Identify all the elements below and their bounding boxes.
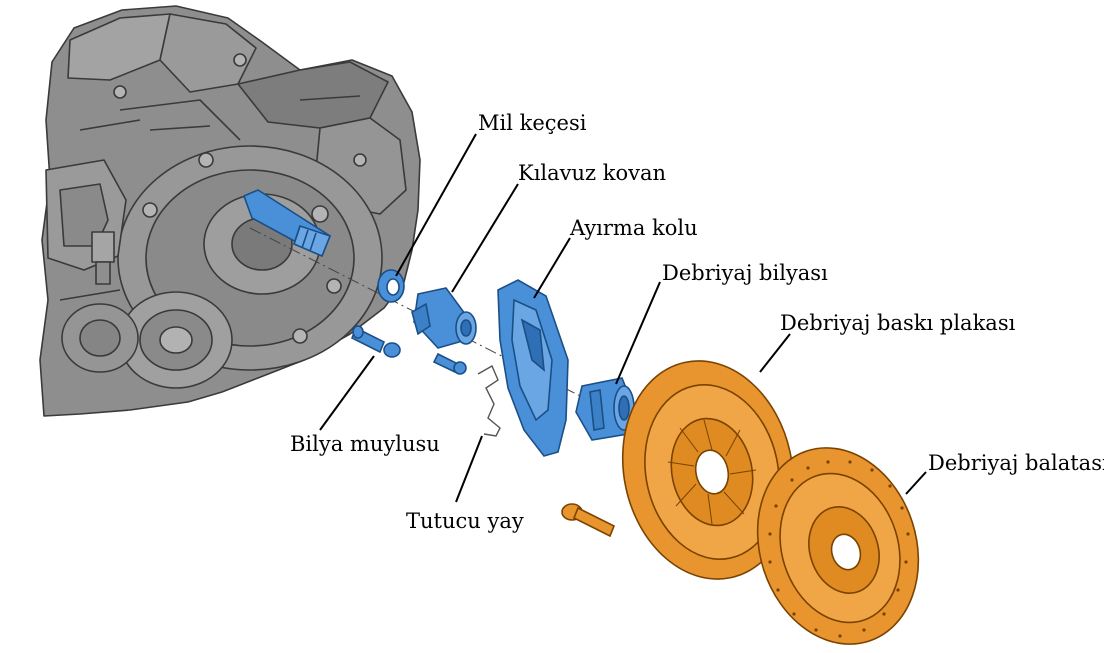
leader-lines <box>319 133 927 503</box>
input-shaft <box>242 189 332 258</box>
gearbox-housing <box>39 5 421 417</box>
label-debriyaj-balatasi: Debriyaj balatası <box>928 451 1104 475</box>
leader-debriyaj-baski-plakasi <box>759 333 791 373</box>
release-fork <box>497 279 569 457</box>
label-debriyaj-baski-plakasi: Debriyaj baskı plakası <box>780 311 1016 335</box>
label-ayirma-kolu: Ayırma kolu <box>570 216 698 240</box>
label-kilavuz-kovan: Kılavuz kovan <box>518 161 667 185</box>
shaft-seal <box>377 269 405 303</box>
fastener-bolt <box>432 352 467 375</box>
label-mil-kecesi: Mil keçesi <box>478 111 587 135</box>
label-bilya-muylusu: Bilya muylusu <box>290 432 440 456</box>
clutch-disc <box>756 447 920 645</box>
leader-mil-kecesi <box>395 133 477 277</box>
release-bearing <box>575 377 635 441</box>
pressure-plate <box>621 360 795 580</box>
label-debriyaj-bilyasi: Debriyaj bilyası <box>662 261 828 285</box>
guide-sleeve <box>411 287 477 349</box>
leader-ayirma-kolu <box>533 237 571 299</box>
label-tutucu-yay: Tutucu yay <box>406 509 524 533</box>
leader-tutucu-yay <box>455 435 483 503</box>
pressure-plate-bolt <box>561 503 616 538</box>
leader-debriyaj-bilyasi <box>615 281 661 385</box>
retaining-spring <box>477 365 501 437</box>
leader-bilya-muylusu <box>319 355 375 431</box>
ball-stud <box>350 325 401 358</box>
leader-kilavuz-kovan <box>451 183 519 293</box>
leader-debriyaj-balatasi <box>905 471 927 495</box>
